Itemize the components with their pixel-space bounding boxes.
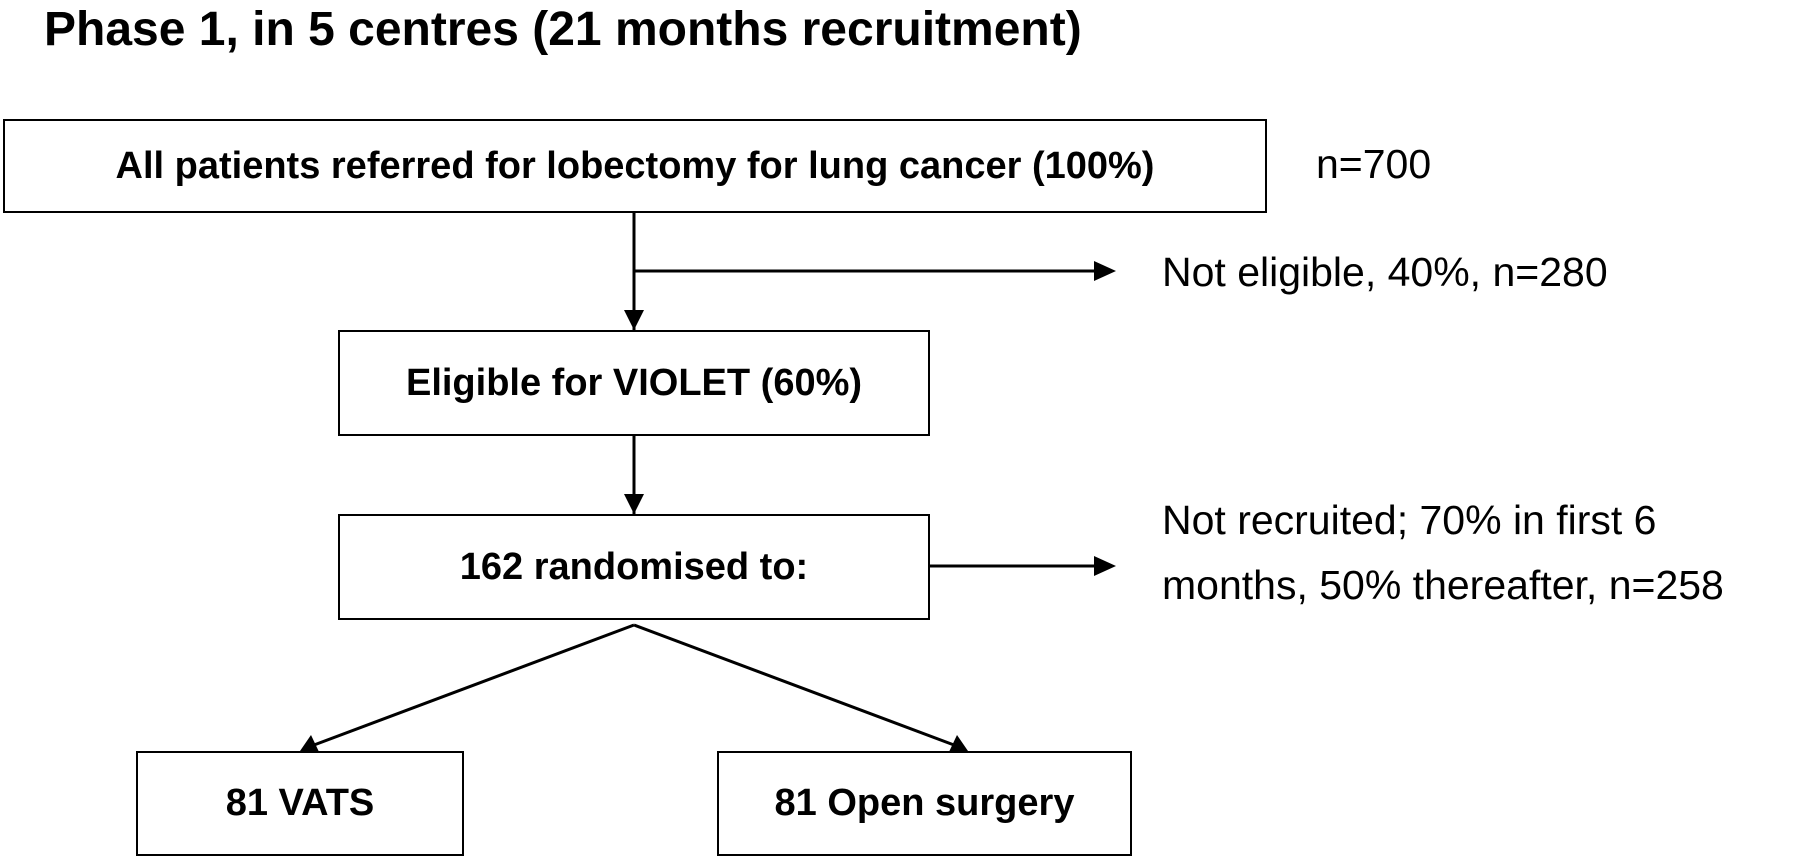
not-recruited-label-line1: Not recruited; 70% in first 6: [1162, 497, 1657, 543]
not-recruited-label-line2: months, 50% thereafter, n=258: [1162, 562, 1724, 608]
box-open-surgery: 81 Open surgery: [717, 751, 1132, 856]
arrowhead-not-eligible: [1094, 261, 1116, 281]
box-vats: 81 VATS: [136, 751, 464, 856]
box-randomised: 162 randomised to:: [338, 514, 930, 620]
box-eligible: Eligible for VIOLET (60%): [338, 330, 930, 436]
arrow-to-open: [633, 623, 955, 747]
box-all-patients-label: All patients referred for lobectomy for …: [115, 144, 1155, 187]
total-count-label: n=700: [1316, 141, 1432, 187]
box-vats-label: 81 VATS: [225, 782, 375, 824]
diagram-title: Phase 1, in 5 centres (21 months recruit…: [44, 3, 1082, 56]
box-randomised-label: 162 randomised to:: [459, 545, 809, 588]
arrowhead-randomised: [624, 494, 644, 514]
arrowhead-eligible: [624, 310, 644, 330]
box-all-patients: All patients referred for lobectomy for …: [3, 119, 1267, 213]
arrow-to-vats: [313, 623, 635, 747]
box-open-surgery-label: 81 Open surgery: [774, 782, 1075, 824]
not-eligible-label: Not eligible, 40%, n=280: [1162, 249, 1608, 295]
box-eligible-label: Eligible for VIOLET (60%): [405, 361, 863, 404]
arrowhead-not-recruited: [1094, 556, 1116, 576]
